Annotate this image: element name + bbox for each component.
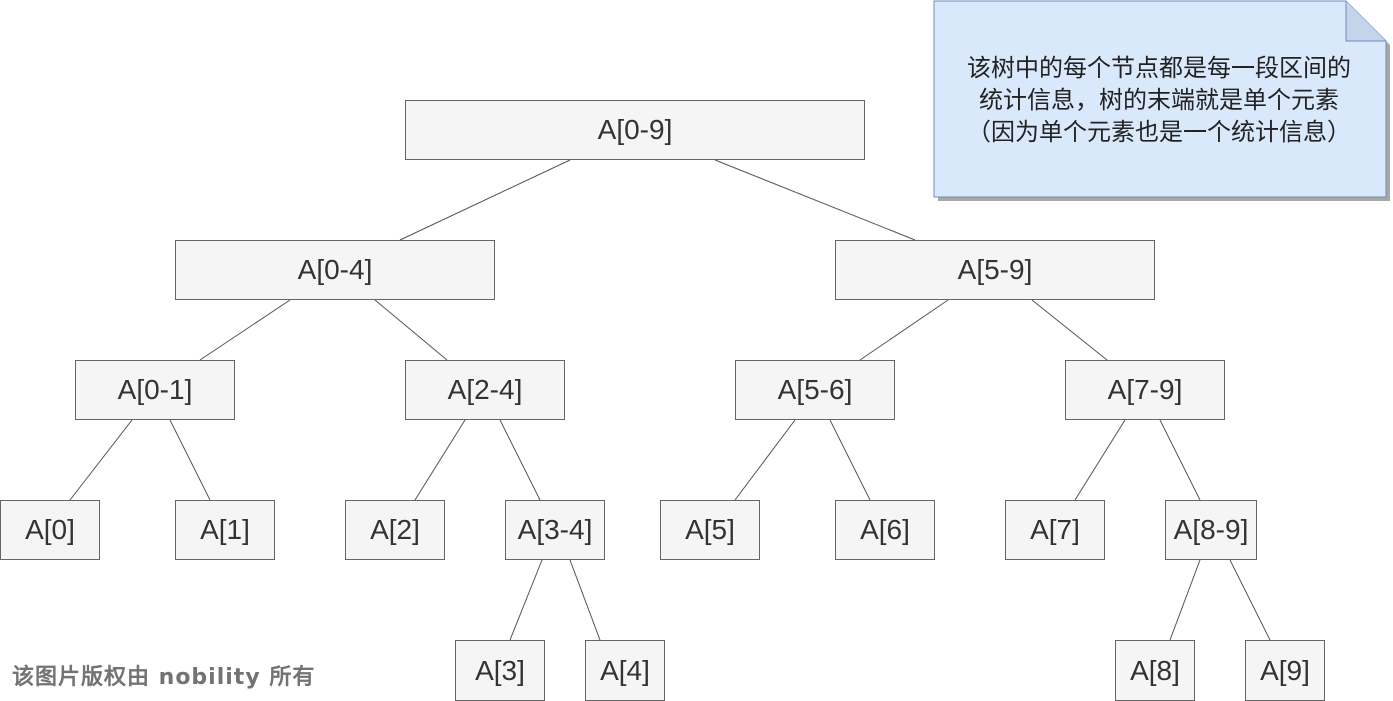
tree-node: A[3] (455, 640, 545, 701)
tree-node: A[5-6] (735, 360, 895, 420)
edge-n01-n1 (169, 419, 211, 501)
edge-n04-n24 (374, 299, 448, 361)
tree-node: A[8-9] (1165, 500, 1257, 560)
note-callout: 该树中的每个节点都是每一段区间的 统计信息，树的末端就是单个元素 （因为单个元素… (933, 0, 1391, 202)
edge-n04-n01 (199, 299, 291, 361)
watermark: 该图片版权由 nobility 所有 (12, 665, 316, 690)
edge-n59-n56 (859, 299, 949, 361)
tree-node: A[3-4] (505, 500, 605, 560)
tree-node: A[8] (1115, 640, 1195, 701)
tree-node: A[0-4] (175, 240, 495, 300)
tree-node: A[9] (1245, 640, 1325, 701)
tree-node: A[0-1] (75, 360, 235, 420)
tree-node: A[0-9] (405, 100, 865, 160)
edge-n24-n2 (414, 419, 466, 501)
tree-node: A[7-9] (1065, 360, 1225, 420)
tree-node: A[1] (175, 500, 275, 560)
tree-node: A[2] (345, 500, 445, 560)
tree-node: A[6] (835, 500, 935, 560)
note-line: 统计信息，树的末端就是单个元素 (979, 86, 1339, 114)
tree-node: A[0] (0, 500, 100, 560)
edge-n79-n7 (1074, 419, 1126, 501)
edge-n34-n4 (569, 559, 601, 641)
edge-n79-n89 (1159, 419, 1201, 501)
edge-n34-n3 (509, 559, 543, 641)
edge-n56-n5 (734, 419, 796, 501)
tree-node: A[2-4] (405, 360, 565, 420)
tree-node: A[5-9] (835, 240, 1155, 300)
note-line: （因为单个元素也是一个统计信息） (967, 118, 1351, 146)
edge-n56-n6 (829, 419, 871, 501)
edge-n89-n9 (1229, 559, 1271, 641)
edge-n01-n0 (69, 419, 133, 501)
edge-n09-n59 (714, 159, 916, 241)
edge-n09-n04 (399, 159, 571, 241)
tree-node: A[5] (660, 500, 760, 560)
tree-node: A[7] (1005, 500, 1105, 560)
edge-n89-n8 (1169, 559, 1201, 641)
edge-n24-n34 (499, 419, 541, 501)
edge-n59-n79 (1031, 299, 1108, 361)
tree-node: A[4] (585, 640, 665, 701)
note-line: 该树中的每个节点都是每一段区间的 (967, 54, 1351, 82)
